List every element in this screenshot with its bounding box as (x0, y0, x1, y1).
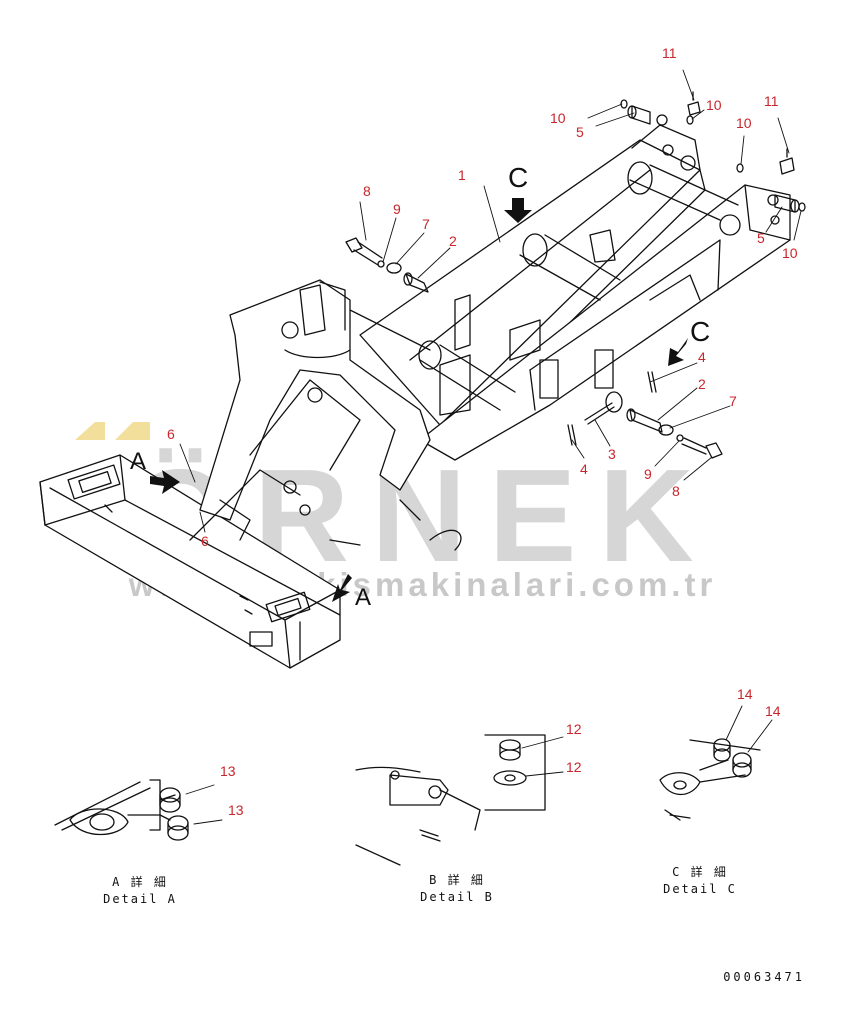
bushing-5-a (627, 105, 651, 125)
pin-2-left (403, 272, 429, 293)
callout-10-d: 10 (782, 245, 798, 261)
view-arrow-c-top (504, 198, 532, 223)
detail-b-view (355, 734, 564, 866)
callout-6-upper: 6 (167, 426, 175, 442)
callout-7-left: 7 (422, 216, 430, 232)
view-arrow-c-right (668, 338, 688, 366)
callout-9-left: 9 (393, 201, 401, 217)
internal-members (219, 229, 701, 551)
grease-fitting-11-b (779, 148, 795, 175)
callout-6-lower: 6 (201, 533, 209, 549)
callout-10-a: 10 (550, 110, 566, 126)
washer-9-left (377, 260, 385, 268)
detail-b-caption-jp: B 詳 細 (429, 873, 485, 887)
view-letter-a-left: A (130, 448, 147, 475)
detail-a-caption-en: Detail A (103, 892, 177, 906)
callout-13-upper: 13 (220, 763, 236, 779)
spacer-7-right (658, 424, 674, 436)
callout-4-lower: 4 (580, 461, 588, 477)
watermark-umlaut (75, 422, 150, 440)
callout-13-lower: 13 (228, 802, 244, 818)
callout-10-c: 10 (736, 115, 752, 131)
side-bracket (189, 279, 431, 541)
leader-lines (179, 69, 802, 533)
callout-2-right: 2 (698, 376, 706, 392)
callout-5-a: 5 (576, 124, 584, 140)
callout-8-right: 8 (672, 483, 680, 499)
grease-fitting-11-a (687, 91, 701, 116)
callout-4-upper: 4 (698, 349, 706, 365)
callout-14-right: 14 (765, 703, 781, 719)
front-cross-beam (39, 454, 341, 669)
bushing-13-lower (167, 815, 189, 841)
view-arrow-a-left (150, 470, 180, 494)
drawing-number: 00063471 (723, 970, 805, 984)
callout-11-top: 11 (662, 45, 677, 61)
callout-12-upper: 12 (566, 721, 582, 737)
callout-9-right: 9 (644, 466, 652, 482)
callout-3: 3 (608, 446, 616, 462)
callout-14-left: 14 (737, 686, 753, 702)
bushing-14-right (732, 752, 752, 778)
detail-b-caption: B 詳 細 Detail B (412, 872, 502, 906)
callout-12-lower: 12 (566, 759, 582, 775)
view-arrow-a-bottom (332, 574, 352, 602)
view-letter-a-bottom: A (355, 584, 372, 611)
ring-10-c (736, 163, 744, 173)
cotter-pin-4-upper (647, 371, 657, 393)
detail-c-caption: C 詳 細 Detail C (655, 864, 745, 898)
callout-8-left: 8 (363, 183, 371, 199)
plate-12-upper (499, 739, 521, 761)
detail-a-caption: A 詳 細 Detail A (95, 874, 185, 908)
view-letter-c-top: C (508, 162, 529, 193)
detail-c-caption-jp: C 詳 細 (672, 865, 728, 879)
detail-c-caption-en: Detail C (663, 882, 737, 896)
right-long-beam (419, 184, 791, 461)
bolt-8-right (681, 437, 723, 459)
spacer-7-left (386, 262, 402, 274)
pin-3-right (584, 391, 623, 425)
ring-10-b (686, 115, 694, 125)
washer-9-right (676, 434, 684, 442)
pin-2-right (626, 408, 663, 433)
detail-a-view (54, 779, 223, 841)
plate-12-lower (493, 770, 527, 786)
bushing-14-left (713, 738, 731, 762)
left-pin-group (345, 237, 429, 293)
callout-5-b: 5 (757, 230, 765, 246)
callout-1: 1 (458, 167, 466, 183)
ring-10-d (798, 202, 806, 212)
callout-2-left: 2 (449, 233, 457, 249)
callout-10-b: 10 (706, 97, 722, 113)
callout-7-right: 7 (729, 393, 737, 409)
right-pin-group (567, 371, 723, 459)
detail-c-view (659, 705, 773, 821)
frame-assembly (39, 114, 791, 669)
bolt-8-left (345, 237, 383, 266)
detail-b-caption-en: Detail B (420, 890, 494, 904)
detail-a-caption-jp: A 詳 細 (112, 875, 168, 889)
bushing-13-upper (159, 787, 181, 813)
cotter-pin-4-right (567, 424, 577, 446)
view-letter-c-right: C (690, 316, 711, 347)
callout-11-right: 11 (764, 93, 779, 109)
